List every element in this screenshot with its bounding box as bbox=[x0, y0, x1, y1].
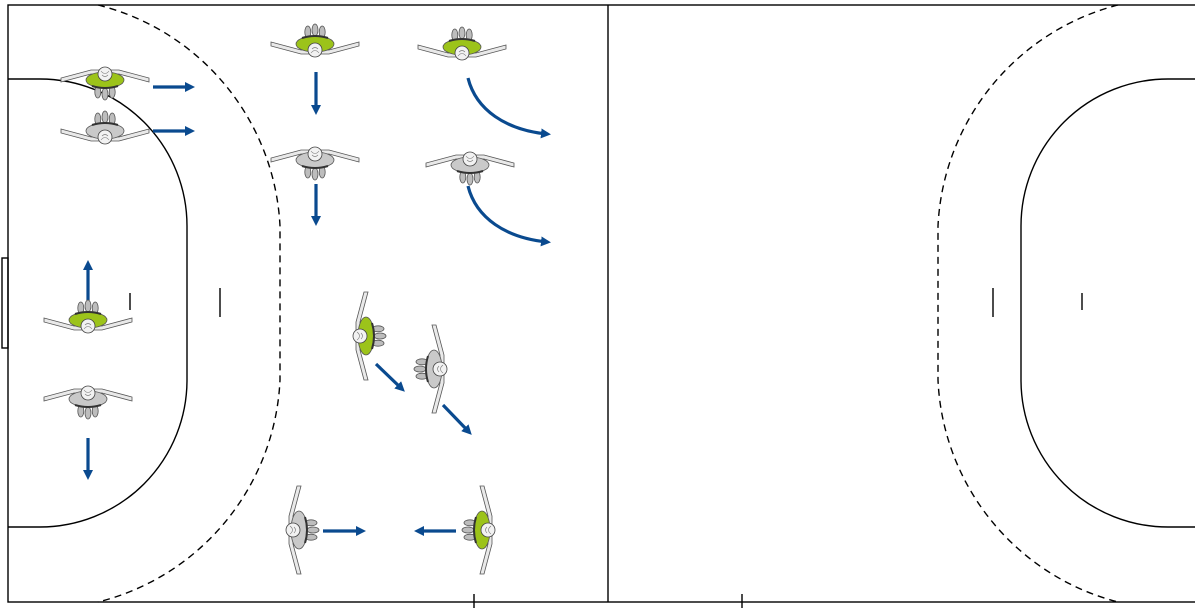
right-goal-area-line bbox=[1020, 78, 1195, 528]
player-grey bbox=[270, 146, 360, 181]
players bbox=[43, 23, 515, 575]
left-goal bbox=[1, 257, 9, 349]
player-green bbox=[270, 23, 360, 58]
player-grey bbox=[43, 385, 133, 420]
arrow-down-right bbox=[374, 362, 405, 392]
player-grey bbox=[413, 324, 448, 414]
player-green bbox=[43, 299, 133, 334]
arrow-curve-right bbox=[466, 77, 551, 139]
court-boundary bbox=[7, 4, 1195, 603]
player-green bbox=[417, 26, 507, 61]
arrow-curve-right bbox=[466, 185, 551, 247]
player-green bbox=[461, 485, 496, 575]
court-lines bbox=[1, 4, 1195, 608]
left-free-throw-line bbox=[97, 4, 281, 603]
player-grey bbox=[60, 110, 150, 145]
player-grey bbox=[285, 485, 320, 575]
left-goal-area-line bbox=[8, 78, 188, 528]
player-green bbox=[60, 66, 150, 101]
player-green bbox=[352, 291, 387, 381]
movement-arrows bbox=[83, 72, 551, 536]
arrow-down-right bbox=[441, 403, 472, 435]
right-free-throw-line bbox=[937, 4, 1119, 603]
player-grey bbox=[425, 151, 515, 186]
